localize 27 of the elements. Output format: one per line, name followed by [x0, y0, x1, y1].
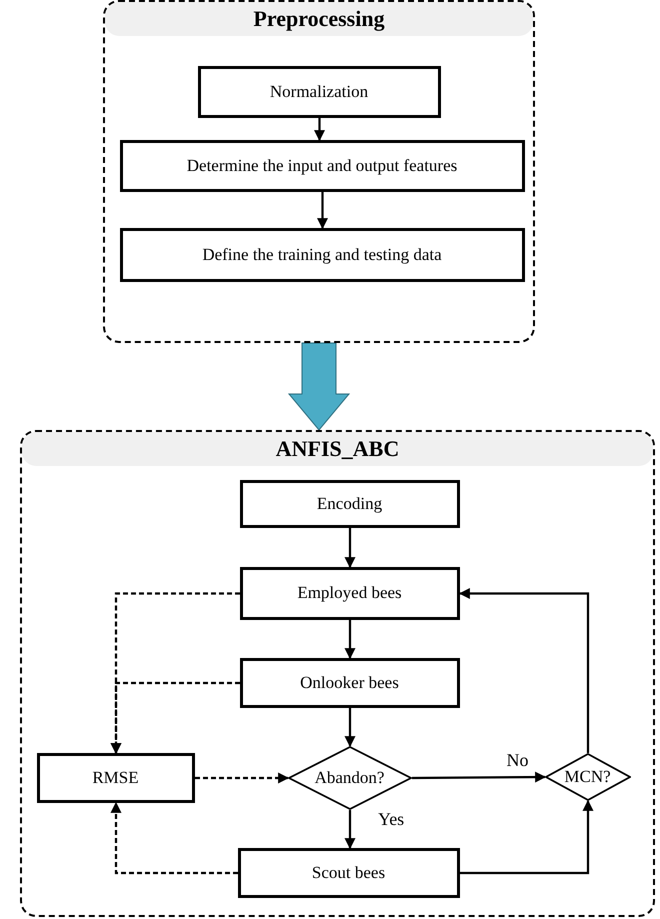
dashed-container [20, 430, 655, 917]
arrow [344, 528, 356, 568]
process-box: RMSE [36, 752, 194, 802]
process-box: Employed bees [240, 566, 460, 620]
section-title: Preprocessing [105, 2, 533, 36]
dashed-container [103, 0, 535, 343]
arrow [460, 800, 594, 874]
dashed-arrow [110, 682, 240, 754]
decision-diamond: Abandon? [288, 746, 412, 810]
process-box: Encoding [240, 480, 460, 528]
arrow [344, 620, 356, 660]
arrow [412, 772, 546, 783]
arrow [344, 708, 356, 748]
decision-diamond: MCN? [544, 752, 630, 800]
process-box: Determine the input and output features [120, 140, 524, 192]
block-arrow [288, 342, 350, 431]
arrow [314, 118, 325, 142]
section-title: ANFIS_ABC [22, 432, 653, 466]
arrow [344, 810, 356, 850]
process-box: Normalization [198, 66, 440, 118]
dashed-arrow [110, 802, 238, 874]
process-box: Onlooker bees [240, 658, 460, 708]
dashed-arrow [195, 772, 290, 784]
process-box: Define the training and testing data [120, 228, 524, 282]
arrow [458, 588, 590, 753]
process-box: Scout bees [238, 848, 460, 898]
arrow [317, 192, 328, 230]
